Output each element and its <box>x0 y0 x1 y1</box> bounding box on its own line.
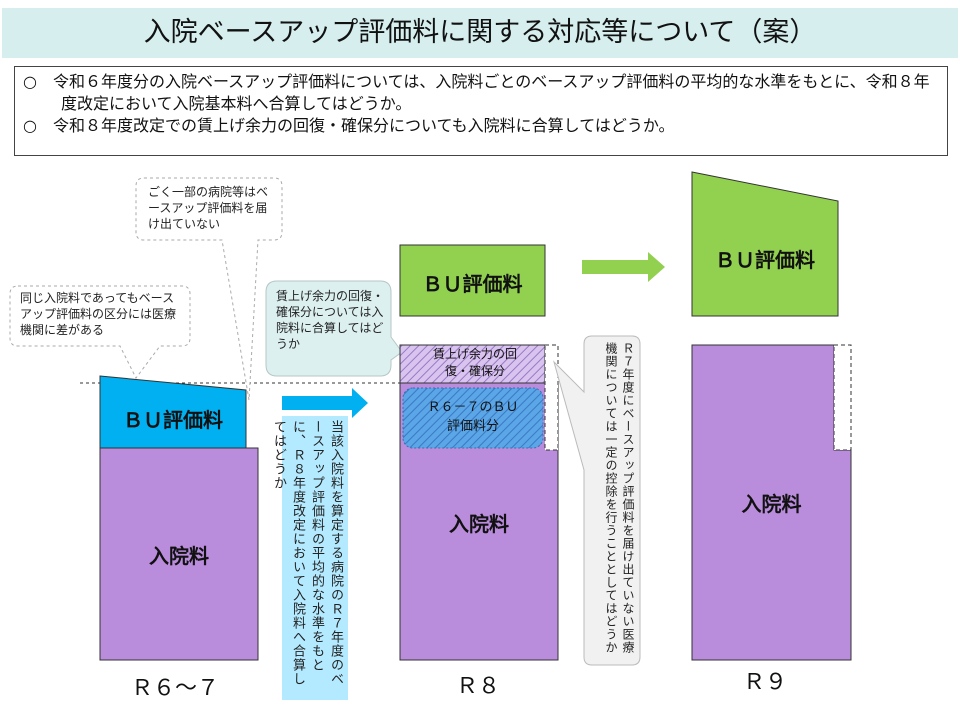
r9-deduction-slot <box>833 344 852 451</box>
callout-variation-text: 同じ入院料であってもベースアップ評価料の区分には医療機関に差がある <box>20 291 177 337</box>
callout-recovery-bubble <box>265 280 403 377</box>
merge-note-text: 当該入院料を算定する病院のＲ７年度のベースアップ評価料の平均的な水準をもとに、Ｒ… <box>271 420 343 686</box>
merge-note-box <box>282 416 348 700</box>
callout-not-filed-bubble <box>135 177 283 401</box>
r9-base-label: 入院料 <box>741 492 802 516</box>
callout-recovery-text: 賃上げ余力の回復・確保分については入院料に合算してはどうか <box>276 289 385 351</box>
r8-bu-label: ＢＵ評価料 <box>422 272 523 296</box>
r8-prior-bu-block <box>402 387 544 449</box>
r6-7-base-label: 入院料 <box>149 544 209 568</box>
summary-point-1: ○ 令和６年度分の入院ベースアップ評価料については、入院料ごとのベースアップ評価… <box>23 72 930 113</box>
r8-recovery-block <box>399 344 546 384</box>
r8-bu-bar <box>399 244 546 317</box>
callout-deduction-text: Ｒ７年度にベースアップ評価料を届け出ていない医療機関については一定の控除を行うこ… <box>604 342 635 654</box>
r8-year-label: Ｒ８ <box>455 674 500 699</box>
r8-base-label: 入院料 <box>449 512 509 536</box>
summary-box: ○ 令和６年度分の入院ベースアップ評価料については、入院料ごとのベースアップ評価… <box>14 66 948 156</box>
r8-deduction-slot <box>544 344 559 451</box>
r6-7-bu-label: ＢＵ評価料 <box>123 408 223 432</box>
green-arrow <box>582 252 665 282</box>
callout-not-filed-text: ごく一部の病院等はベースアップ評価料を届け出ていない <box>148 185 269 231</box>
r6-7-year-label: Ｒ６～７ <box>130 676 219 701</box>
r8-prior-bu-label: Ｒ６－７のＢＵ評価料分 <box>427 400 519 434</box>
r8-recovery-label: 賃上げ余力の回復・確保分 <box>432 347 517 378</box>
r9-bu-label: ＢＵ評価料 <box>715 248 815 272</box>
callout-variation-bubble <box>9 285 191 379</box>
r9-year-label: Ｒ９ <box>742 670 787 695</box>
summary-point-2: ○ 令和８年度改定での賃上げ余力の回復・確保分についても入院料に合算してはどうか… <box>23 116 675 135</box>
page-title: 入院ベースアップ評価料に関する対応等について（案） <box>2 8 958 58</box>
r6-7-base-bar <box>99 447 259 661</box>
r9-bu-bar <box>691 171 839 317</box>
callout-deduction-bubble <box>553 335 641 666</box>
r6-7-bu-bar <box>99 375 247 449</box>
blue-arrow <box>282 388 368 418</box>
